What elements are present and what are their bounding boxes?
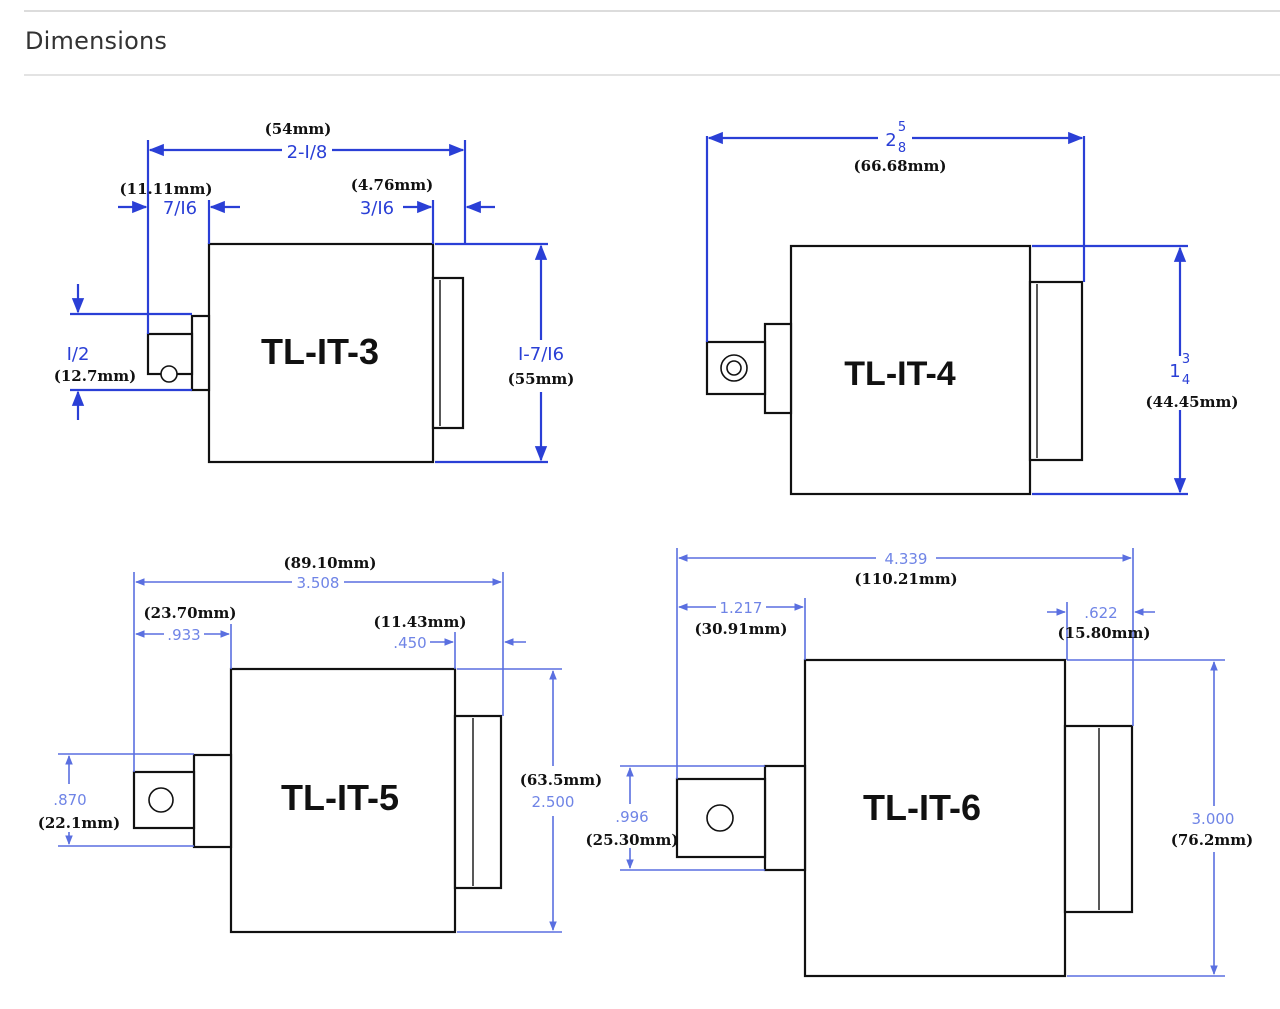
height-whole: 1: [1169, 361, 1180, 382]
drive-length-mm: (30.91mm): [695, 620, 788, 638]
drive-length-mm: (23.70mm): [144, 604, 237, 622]
drive-collar: [190, 314, 211, 392]
drive-size-mm: (25.30mm): [586, 831, 679, 849]
overall-whole: 2: [885, 130, 896, 151]
height-mm: (44.45mm): [1146, 393, 1239, 411]
overall-length: 4.339: [885, 550, 928, 568]
height-mm: (76.2mm): [1171, 831, 1253, 849]
height-denominator: 4: [1182, 373, 1190, 388]
height: 2.500: [532, 793, 575, 811]
top-divider: [24, 10, 1280, 12]
overall-mm: (54mm): [265, 120, 332, 138]
back-length-mm: (4.76mm): [351, 176, 433, 194]
drive-size: .870: [53, 791, 86, 809]
tool-body: [803, 658, 1067, 978]
drive-length: 7/I6: [163, 198, 197, 219]
drive-collar: [763, 322, 793, 415]
diagram-tl-it-5: TL-IT-5 (89.10mm) 3.508 (23.70mm) .933 (…: [38, 554, 602, 934]
drive-length: .933: [167, 626, 200, 644]
drive-collar: [192, 753, 233, 849]
overall-length: 3.508: [297, 574, 340, 592]
back-flange: [453, 714, 503, 890]
model-label: TL-IT-5: [281, 777, 399, 818]
section-divider: [24, 74, 1280, 76]
drive-size: I/2: [67, 344, 90, 365]
back-length-mm: (11.43mm): [374, 613, 467, 631]
overall-numerator: 5: [898, 120, 906, 135]
back-length: 3/I6: [360, 198, 394, 219]
back-flange: [1028, 280, 1084, 462]
height-mm: (63.5mm): [520, 771, 602, 789]
drive-size: .996: [615, 808, 648, 826]
drive-length: 1.217: [720, 599, 763, 617]
drive-size-mm: (22.1mm): [38, 814, 120, 832]
back-length: .622: [1084, 604, 1117, 622]
diagram-tl-it-3: TL-IT-3 (54mm) 2-I/8 (11.11mm) 7/I6 (4.7…: [54, 120, 575, 464]
overall-mm: (89.10mm): [284, 554, 377, 572]
tool-body: [789, 244, 1032, 496]
back-flange: [431, 276, 465, 430]
overall-length: 2-I/8: [287, 142, 328, 163]
model-label: TL-IT-4: [844, 355, 956, 393]
diagram-tl-it-6: TL-IT-6 4.339 (110.21mm) 1.217 (30.91mm)…: [586, 548, 1253, 978]
diagram-tl-it-4: TL-IT-4 2 5 8 (66.68mm) 1 3 4 (44.45mm): [705, 120, 1239, 496]
height-numerator: 3: [1182, 352, 1190, 367]
height: 3.000: [1192, 810, 1235, 828]
overall-denominator: 8: [898, 141, 906, 156]
model-label: TL-IT-6: [863, 787, 981, 828]
overall-mm: (110.21mm): [854, 570, 957, 588]
drive-length-mm: (11.11mm): [120, 180, 213, 198]
back-length-mm: (15.80mm): [1058, 624, 1151, 642]
section-title: Dimensions: [25, 27, 168, 55]
model-label: TL-IT-3: [261, 331, 379, 372]
drive-size-mm: (12.7mm): [54, 367, 136, 385]
height-mm: (55mm): [508, 370, 575, 388]
tool-body: [207, 242, 435, 464]
overall-mm: (66.68mm): [854, 157, 947, 175]
drive-collar: [763, 764, 807, 872]
tool-body: [229, 667, 457, 934]
height: I-7/I6: [518, 344, 564, 365]
back-length: .450: [393, 634, 426, 652]
